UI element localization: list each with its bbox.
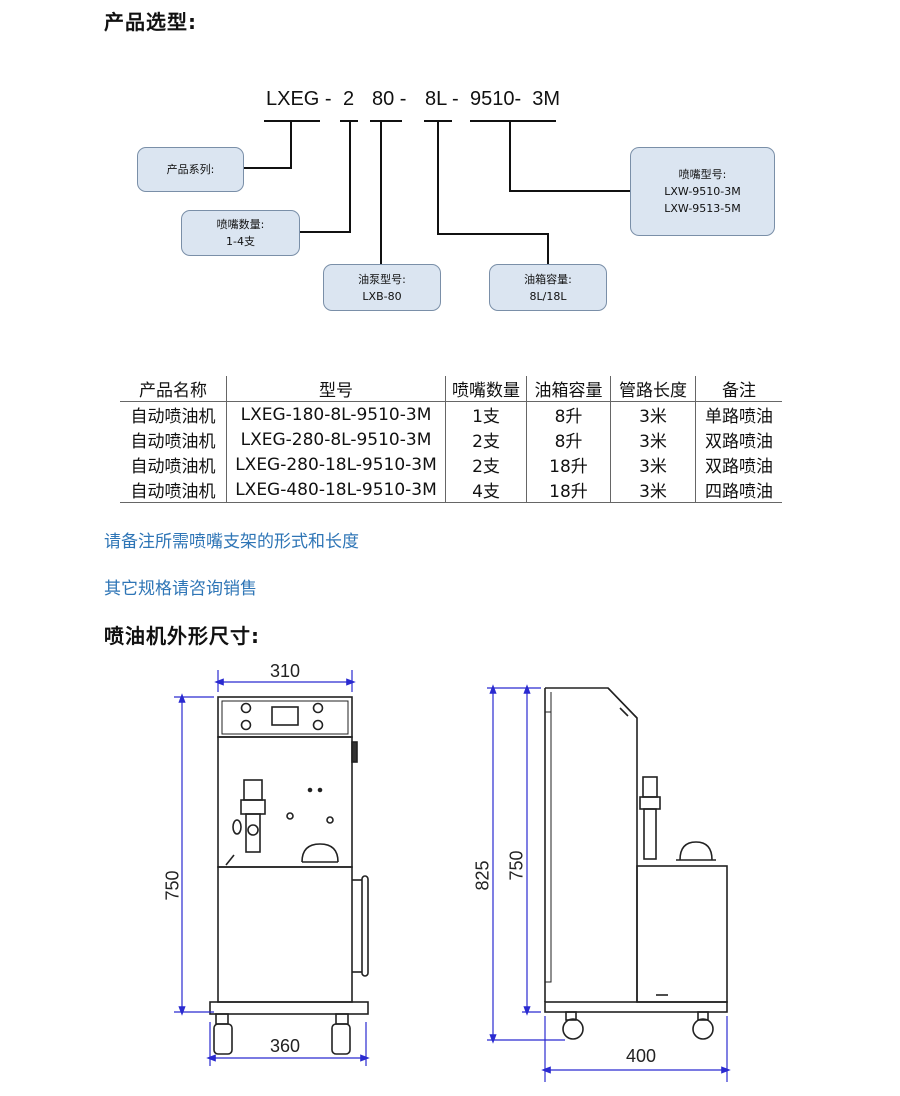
nozzle-model-label: 喷嘴型号: bbox=[678, 168, 727, 181]
tank-box: 油箱容量: 8L/18L bbox=[489, 264, 607, 311]
table-row: 自动喷油机 LXEG-480-18L-9510-3M 4支 18升 3米 四路喷… bbox=[120, 477, 782, 503]
code-segment-nozzle-model: 9510- 3M bbox=[470, 88, 561, 110]
cell-remark: 单路喷油 bbox=[695, 401, 782, 427]
cell-nozzle-qty: 4支 bbox=[445, 477, 527, 503]
cell-pipe-length: 3米 bbox=[610, 427, 696, 452]
section-title-selection: 产品选型: bbox=[104, 10, 197, 34]
cell-product-name: 自动喷油机 bbox=[130, 407, 216, 427]
cell-model: LXEG-480-18L-9510-3M bbox=[226, 477, 446, 503]
pump-box: 油泵型号: LXB-80 bbox=[323, 264, 441, 311]
dim-side-depth: 400 bbox=[626, 1046, 657, 1066]
cell-remark: 双路喷油 bbox=[695, 427, 782, 452]
cell-nozzle-qty: 2支 bbox=[445, 452, 527, 477]
cell-pipe-length: 3米 bbox=[610, 452, 696, 477]
cell-tank-capacity: 18升 bbox=[526, 452, 611, 477]
table-header-row: 产品名称 型号 喷嘴数量 油箱容量 管路长度 备注 bbox=[120, 376, 782, 402]
dim-front-height: 750 bbox=[162, 870, 183, 901]
cell-model: LXEG-280-8L-9510-3M bbox=[226, 427, 446, 452]
cell-product-name: 自动喷油机 bbox=[120, 477, 227, 503]
note-nozzle-bracket: 请备注所需喷嘴支架的形式和长度 bbox=[104, 532, 359, 552]
code-segment-nozzle: 2 bbox=[343, 88, 355, 110]
front-view-machine bbox=[209, 696, 369, 1055]
header-model: 型号 bbox=[226, 376, 446, 402]
cell-pipe-length: 3米 bbox=[610, 401, 696, 427]
table-row: 自动喷油机 LXEG-280-8L-9510-3M 2支 8升 3米 双路喷油 bbox=[120, 427, 782, 452]
spec-table: 产品名称 型号 喷嘴数量 油箱容量 管路长度 备注 自动喷油机 LXEG-180… bbox=[120, 376, 782, 503]
code-connector-lines bbox=[244, 120, 630, 264]
series-box: 产品系列: bbox=[137, 147, 244, 192]
series-label: 产品系列: bbox=[166, 163, 215, 176]
nozzle-qty-box: 喷嘴数量: 1-4支 bbox=[181, 210, 300, 256]
tank-label: 油箱容量: bbox=[524, 272, 572, 286]
dim-front-width-top: 310 bbox=[270, 661, 301, 681]
section-title-dimensions: 喷油机外形尺寸: bbox=[104, 624, 260, 648]
code-segment-tank: 8L - bbox=[425, 88, 459, 110]
cell-tank-capacity: 8升 bbox=[526, 401, 611, 427]
cell-remark: 四路喷油 bbox=[695, 477, 782, 503]
cell-tank-capacity: 8升 bbox=[526, 427, 611, 452]
code-segment-series: LXEG - bbox=[266, 88, 332, 110]
pump-label: 油泵型号: bbox=[358, 272, 406, 286]
cell-pipe-length: 3米 bbox=[610, 477, 696, 503]
header-pipe-length: 管路长度 bbox=[610, 376, 696, 402]
dimension-drawings bbox=[174, 670, 731, 1082]
dim-front-width-bottom: 360 bbox=[270, 1036, 301, 1056]
cell-remark: 双路喷油 bbox=[695, 452, 782, 477]
nozzle-qty-value: 1-4支 bbox=[226, 235, 255, 248]
header-product-name: 产品名称 bbox=[120, 376, 227, 402]
nozzle-model-value-2: LXW-9513-5M bbox=[664, 202, 741, 215]
cell-product-name: 自动喷油机 bbox=[130, 432, 216, 452]
note-contact-sales: 其它规格请咨询销售 bbox=[104, 579, 257, 599]
tank-value: 8L/18L bbox=[529, 289, 567, 303]
header-remark: 备注 bbox=[695, 376, 782, 402]
cell-product-name: 自动喷油机 bbox=[130, 457, 216, 477]
side-view-machine bbox=[544, 687, 728, 1040]
cell-nozzle-qty: 2支 bbox=[445, 427, 527, 452]
dim-side-total-height: 825 bbox=[472, 860, 493, 891]
header-tank-capacity: 油箱容量 bbox=[526, 376, 611, 402]
cell-nozzle-qty: 1支 bbox=[445, 401, 527, 427]
cell-tank-capacity: 18升 bbox=[526, 477, 611, 503]
cell-model: LXEG-180-8L-9510-3M bbox=[226, 401, 446, 427]
code-segment-pump: 80 - bbox=[372, 88, 407, 110]
nozzle-qty-label: 喷嘴数量: bbox=[216, 218, 265, 231]
nozzle-model-value-1: LXW-9510-3M bbox=[664, 185, 741, 198]
pump-value: LXB-80 bbox=[362, 289, 402, 303]
dim-side-height: 750 bbox=[506, 850, 527, 881]
table-row: 自动喷油机 LXEG-280-18L-9510-3M 2支 18升 3米 双路喷… bbox=[120, 452, 782, 477]
header-nozzle-qty: 喷嘴数量 bbox=[445, 376, 527, 402]
nozzle-model-box: 喷嘴型号: LXW-9510-3M LXW-9513-5M bbox=[630, 147, 775, 236]
cell-model: LXEG-280-18L-9510-3M bbox=[226, 452, 446, 477]
table-row: 自动喷油机 LXEG-180-8L-9510-3M 1支 8升 3米 单路喷油 bbox=[120, 401, 782, 427]
